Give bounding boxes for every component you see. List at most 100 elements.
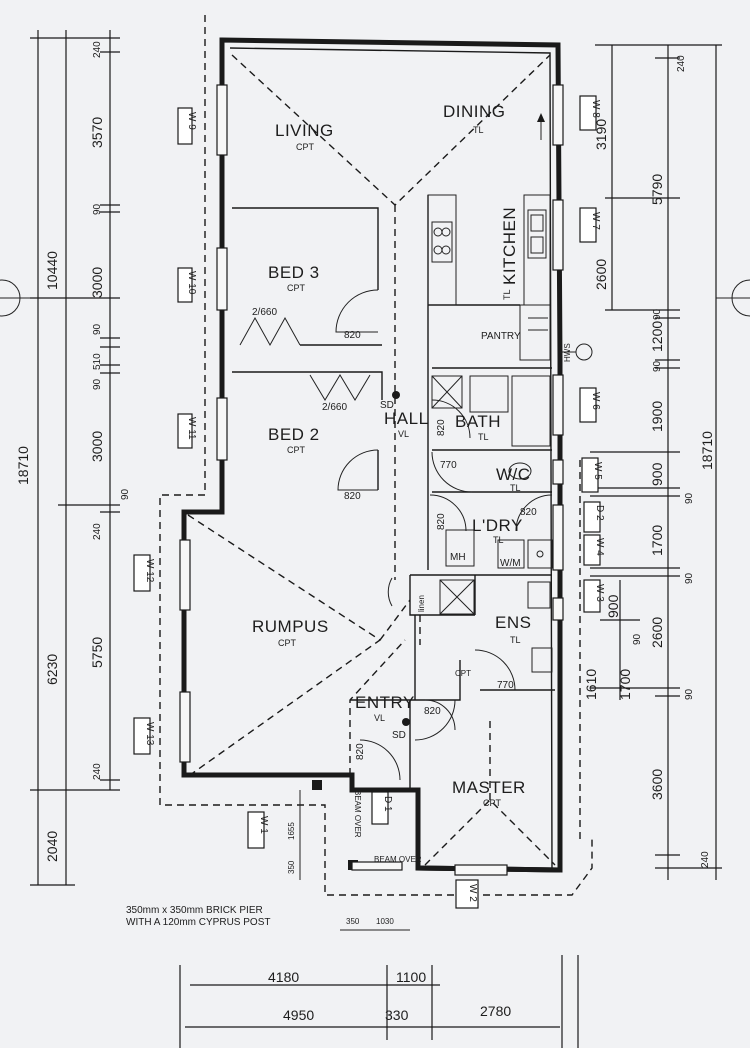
window-tag-w8: W 8 xyxy=(590,100,601,118)
window-tag-w10: W 10 xyxy=(186,271,197,295)
dim-90-b: 90 xyxy=(92,323,103,335)
room-bed2-finish: CPT xyxy=(287,445,306,455)
right-dimension-chain: 240 3190 2600 90 1200 90 1900 900 90 170… xyxy=(583,44,750,880)
beam-over-label-2: BEAM OVER xyxy=(374,855,422,864)
window-tag-w4: W 4 xyxy=(594,538,605,556)
room-bed3-finish: CPT xyxy=(287,283,306,293)
room-master: MASTER xyxy=(452,778,526,797)
room-bath: BATH xyxy=(455,412,501,431)
door-swings xyxy=(335,113,593,781)
washing-machine-label: W/M xyxy=(500,558,521,569)
room-rumpus-finish: CPT xyxy=(278,638,297,648)
room-living-finish: CPT xyxy=(296,142,315,152)
room-dining: DINING xyxy=(443,102,506,121)
dim-4950: 4950 xyxy=(283,1007,314,1023)
dim-1655: 1655 xyxy=(287,822,296,840)
dim-240-c: 240 xyxy=(92,763,103,780)
dim-r-90-e: 90 xyxy=(684,688,695,700)
window-tag-w13: W 13 xyxy=(144,722,155,746)
room-living: LIVING xyxy=(275,121,334,140)
dim-6230: 6230 xyxy=(44,654,60,685)
dim-1610: 1610 xyxy=(583,669,599,700)
dim-1700-a: 1700 xyxy=(649,525,665,556)
room-wc-finish: TL xyxy=(510,483,521,493)
window-frames xyxy=(179,84,564,876)
room-bed3: BED 3 xyxy=(268,263,320,282)
door-width-ldry: 820 xyxy=(436,513,447,530)
dim-2040: 2040 xyxy=(44,831,60,862)
door-width-ens: 770 xyxy=(497,680,514,691)
robe-label-bed3: 2/660 xyxy=(252,307,277,318)
room-entry: ENTRY xyxy=(355,693,415,712)
room-bath-finish: TL xyxy=(478,432,489,442)
room-kitchen: KITCHEN xyxy=(500,207,519,285)
dim-r-90-d: 90 xyxy=(684,572,695,584)
dim-4180: 4180 xyxy=(268,969,299,985)
room-laundry: L'DRY xyxy=(472,516,523,535)
building-walls xyxy=(159,15,593,896)
door-labels: 2/660 2/660 820 820 820 770 820 820 770 … xyxy=(252,307,572,864)
dim-3190: 3190 xyxy=(593,119,609,150)
window-tag-w11: W 11 xyxy=(186,417,197,440)
door-width-bed3: 820 xyxy=(344,330,361,341)
dim-2600-a: 2600 xyxy=(593,259,609,290)
manhole-label: MH xyxy=(450,552,466,563)
dim-1200: 1200 xyxy=(649,321,665,352)
window-tag-w9: W 9 xyxy=(186,112,197,130)
window-tag-w6: W 6 xyxy=(590,392,601,410)
window-tags: W 9 W 10 W 11 W 12 W 13 W 1 W 8 W 7 W 6 … xyxy=(133,95,605,909)
room-labels: LIVING CPT DINING TL KITCHEN TL BED 3 CP… xyxy=(252,102,531,808)
dim-r-90-f: 90 xyxy=(632,633,643,645)
dim-510: 510 xyxy=(92,353,103,370)
smoke-detector-entry: SD xyxy=(392,730,406,741)
bottom-dimension-chain: 4180 1100 4950 330 2780 xyxy=(179,955,579,1048)
dim-3000-a: 3000 xyxy=(89,267,105,298)
dim-90-a: 90 xyxy=(92,203,103,215)
dim-r-90-b: 90 xyxy=(652,360,663,372)
dim-240-b: 240 xyxy=(92,523,103,540)
beam-over-label-1: BEAM OVER xyxy=(353,790,362,838)
window-tag-w12: W 12 xyxy=(144,559,155,583)
dim-350-pier: 350 xyxy=(287,860,296,874)
room-dining-finish: TL xyxy=(473,125,484,135)
dim-1700-b: 1700 xyxy=(617,669,633,700)
door-width-entry-side: 820 xyxy=(355,743,366,760)
linen-label: linen xyxy=(417,595,426,612)
dim-1100: 1100 xyxy=(396,969,426,985)
dim-2600-b: 2600 xyxy=(649,617,665,648)
door-width-entry: 820 xyxy=(424,706,441,717)
dim-3600: 3600 xyxy=(649,769,665,800)
dim-2780: 2780 xyxy=(480,1003,511,1019)
dim-r-90-a: 90 xyxy=(652,308,663,320)
pier-note: 350mm x 350mm BRICK PIER WITH A 120mm CY… xyxy=(126,790,410,931)
dim-5790: 5790 xyxy=(649,174,665,205)
dim-240-top: 240 xyxy=(92,41,103,58)
room-bed2: BED 2 xyxy=(268,425,320,444)
room-hall-finish: VL xyxy=(398,429,409,439)
door-width-bed2: 820 xyxy=(344,491,361,502)
dim-18710-left: 18710 xyxy=(15,446,31,485)
door-width-bath: 820 xyxy=(436,419,447,436)
dim-18710-right: 18710 xyxy=(699,431,715,470)
dim-r-90-c: 90 xyxy=(684,492,695,504)
window-tag-w2: W 2 xyxy=(467,884,478,902)
dim-900-b: 900 xyxy=(605,594,621,618)
dim-900-a: 900 xyxy=(649,462,665,486)
dim-r-240-bottom: 240 xyxy=(700,851,711,868)
window-tag-w1: W 1 xyxy=(258,816,269,834)
window-tag-w5: W 5 xyxy=(592,462,603,480)
dim-330: 330 xyxy=(385,1007,409,1023)
room-master-finish: CPT xyxy=(483,798,502,808)
dim-3000-b: 3000 xyxy=(89,431,105,462)
door-width-ldry-side: 820 xyxy=(520,507,537,518)
dim-r-240-top: 240 xyxy=(676,55,687,72)
room-pantry: PANTRY xyxy=(481,331,521,342)
window-tag-w7: W 7 xyxy=(590,212,601,230)
room-hall: HALL xyxy=(384,409,429,428)
smoke-detector-hall: SD xyxy=(380,400,394,411)
room-laundry-finish: TL xyxy=(493,535,504,545)
robe-label-bed2: 2/660 xyxy=(322,402,347,413)
left-dimension-chain: 10440 18710 6230 2040 240 3570 90 3000 9… xyxy=(0,30,131,886)
dim-1900: 1900 xyxy=(649,401,665,432)
